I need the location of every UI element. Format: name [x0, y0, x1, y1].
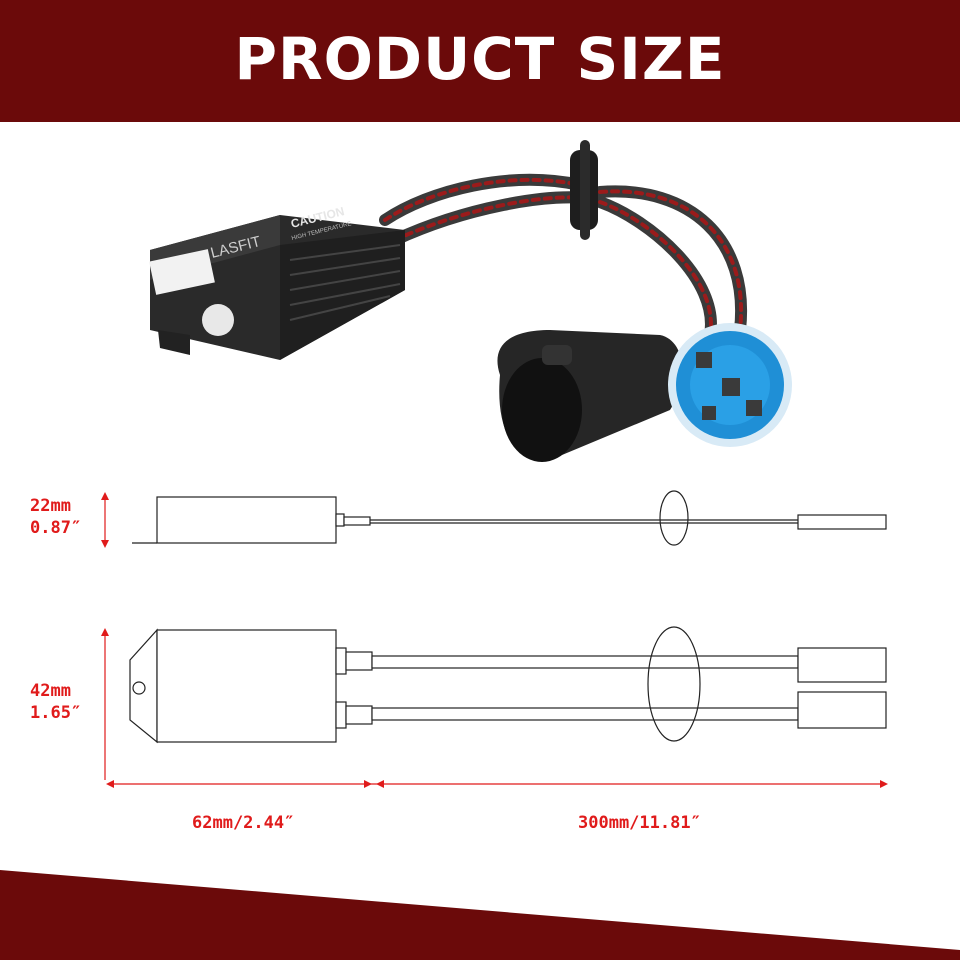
length-dimensions — [106, 780, 888, 788]
header-band — [0, 0, 960, 122]
top-height-label: 42mm 1.65″ — [30, 680, 81, 724]
technical-drawing — [101, 490, 888, 788]
cable-length-label: 300mm/11.81″ — [578, 813, 701, 833]
top-height-dimension — [101, 628, 109, 780]
braided-cables — [379, 173, 748, 341]
page-title: PRODUCT SIZE — [234, 25, 726, 93]
product-illustration: LASFIT CAUTION HIGH TEMPERATURE — [149, 140, 792, 462]
female-connector — [668, 323, 792, 447]
male-connector — [497, 330, 683, 462]
side-height-mm: 22mm — [30, 496, 71, 516]
side-height-label: 22mm 0.87″ — [30, 495, 81, 539]
top-height-mm: 42mm — [30, 681, 71, 701]
footer-band — [0, 870, 960, 960]
top-height-in: 1.65″ — [30, 703, 82, 723]
decoder-box: LASFIT CAUTION HIGH TEMPERATURE — [149, 204, 405, 360]
side-view — [132, 490, 887, 546]
top-view — [129, 626, 887, 744]
side-height-dimension — [101, 492, 109, 548]
box-length-label: 62mm/2.44″ — [192, 813, 295, 833]
side-height-in: 0.87″ — [30, 518, 82, 538]
rubber-grommet — [570, 140, 598, 240]
